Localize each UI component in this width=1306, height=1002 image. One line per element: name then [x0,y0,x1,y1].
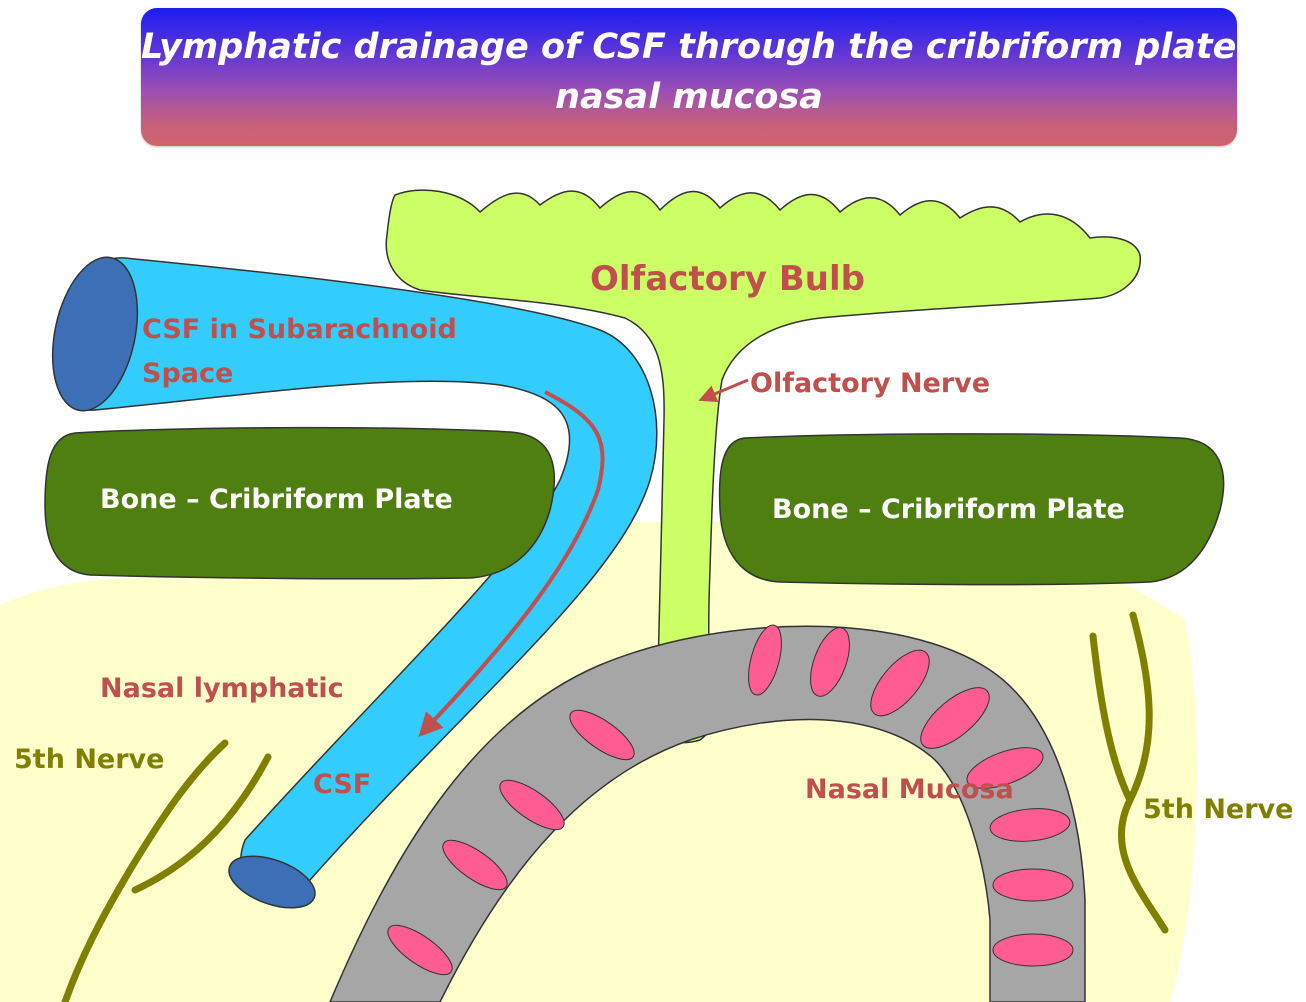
label-nasal-lymphatic: Nasal lymphatic [100,673,344,704]
label-bone-left: Bone – Cribriform Plate [100,484,453,515]
label-nasal-mucosa: Nasal Mucosa [805,774,1014,805]
label-csf-space-line2: Space [142,358,233,389]
label-fifth-nerve-left: 5th Nerve [14,744,164,775]
label-olfactory-nerve: Olfactory Nerve [750,368,990,399]
label-fifth-nerve-right: 5th Nerve [1143,794,1293,825]
label-csf: CSF [313,769,371,800]
label-bone-right: Bone – Cribriform Plate [772,494,1125,525]
label-csf-space-line1: CSF in Subarachnoid [142,314,457,345]
gland [993,869,1073,901]
gland [993,934,1073,966]
label-olfactory-bulb: Olfactory Bulb [590,259,865,299]
